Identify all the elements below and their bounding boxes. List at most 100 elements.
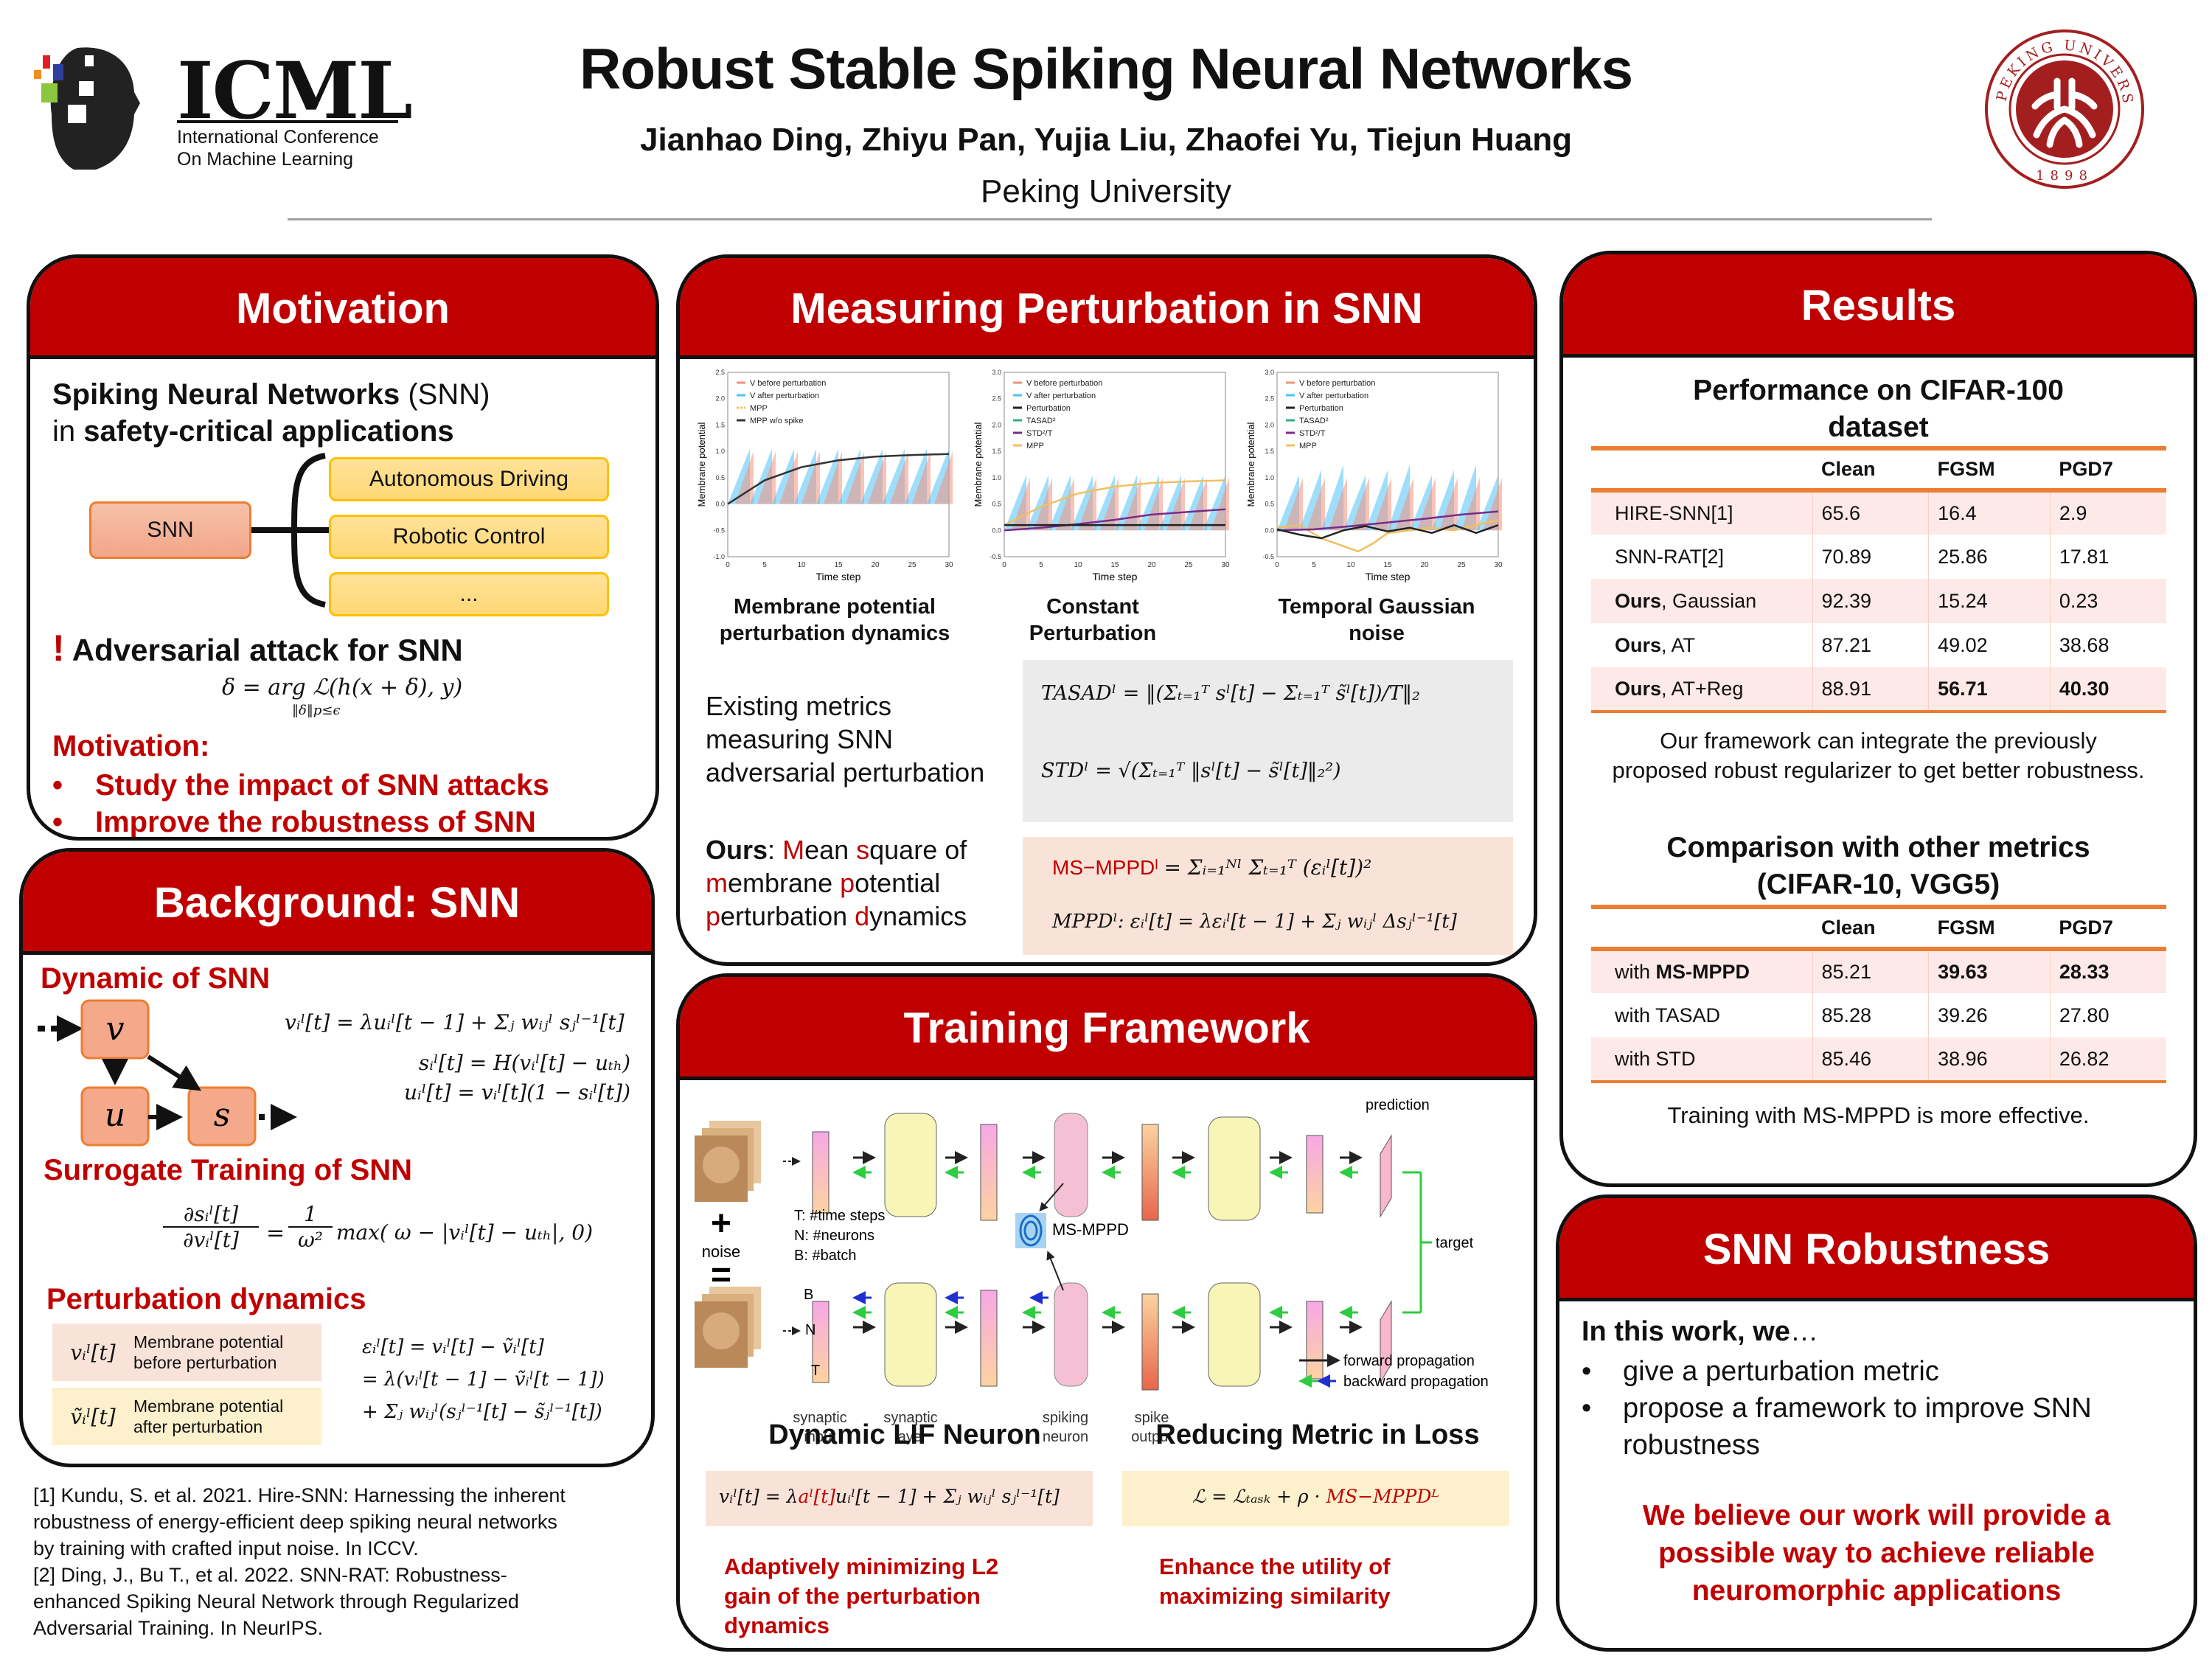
intro-plain-1: (SNN) [400, 378, 490, 411]
surrogate-rhs: max( ω − |vᵢˡ[t] − uₜₕ|, 0) [336, 1220, 594, 1245]
mppd-equation: MPPDˡ: εᵢˡ[t] = λεᵢˡ[t − 1] + Σⱼ wᵢⱼˡ Δs… [1052, 911, 1457, 933]
y-tick-label: 2.5 [992, 395, 1001, 403]
x-tick-label: 10 [1346, 561, 1355, 569]
header-divider [288, 218, 1932, 220]
reference-line: by training with crafted input noise. In… [33, 1537, 419, 1559]
motivation-bullet: •Improve the robustness of SNN [52, 806, 536, 838]
background-panel: Background: SNN Dynamic of SNN v u s vᵢˡ… [19, 848, 655, 1467]
x-axis-label: Time step [1093, 571, 1138, 582]
x-tick-label: 20 [871, 561, 880, 569]
series-perturbation [1276, 524, 1499, 540]
existing-metrics-box: TASADˡ = ‖(Σₜ₌₁ᵀ sˡ[t] − Σₜ₌₁ᵀ s̃ˡ[t])/T… [1023, 660, 1513, 822]
col-clean: Clean [1812, 446, 1929, 493]
axis-b: B [804, 1287, 813, 1303]
series-mpp [1004, 479, 1226, 526]
ours-label: Ours: Mean square of membrane potential … [706, 835, 967, 931]
node-v [80, 999, 150, 1060]
motivation-label: Motivation: [52, 730, 210, 762]
legend-label: MPP w/o spike [750, 417, 804, 425]
x-tick-label: 25 [1457, 561, 1466, 569]
y-tick-label: 1.5 [1265, 448, 1274, 455]
results-header: Results [1563, 254, 2194, 358]
tasad-equation: TASADˡ = ‖(Σₜ₌₁ᵀ sˡ[t] − Σₜ₌₁ᵀ s̃ˡ[t])/T… [1041, 682, 1420, 705]
robustness-title: SNN Robustness [1703, 1225, 2051, 1273]
y-tick-label: 2.5 [1265, 395, 1274, 403]
v-before-area [846, 451, 864, 504]
x-tick-label: 0 [1002, 561, 1006, 569]
surrogate-equals: = [266, 1220, 285, 1246]
dynamic-heading: Dynamic of SNN [41, 962, 271, 995]
x-axis-label: Time step [1366, 571, 1411, 582]
robustness-bullets: •give a perturbation metric •propose a f… [1582, 1353, 2092, 1464]
surrogate-fraction: ∂sᵢˡ[t] ∂vᵢˡ[t] [163, 1202, 259, 1252]
plus-sign: + [711, 1204, 731, 1243]
bottom-row-layers [783, 1282, 1392, 1391]
authors: Jianhao Ding, Zhiyu Pan, Yujia Liu, Zhao… [640, 122, 1572, 158]
results-title: Results [1801, 282, 1956, 330]
y-tick-label: -0.5 [1262, 553, 1274, 560]
legend-label: MPP [1299, 442, 1317, 451]
y-tick-label: 2.0 [715, 395, 725, 403]
robustness-header: SNN Robustness [1559, 1198, 2194, 1301]
dyn-equation-3: uᵢˡ[t] = vᵢˡ[t](1 − sᵢˡ[t]) [404, 1080, 630, 1105]
robustness-bullet: •propose a framework to improve SNN [1582, 1393, 2092, 1424]
equals-sign: = [711, 1256, 731, 1295]
legend-label: MPP [750, 404, 768, 413]
label-synaptic-layer: synaptic layer [883, 1410, 938, 1445]
application-more: ... [329, 572, 609, 616]
legend-label: STD²/T [1299, 429, 1326, 438]
series-std-t [1276, 510, 1499, 532]
legend-label: V before perturbation [1026, 379, 1102, 388]
perturbation-heading: Perturbation dynamics [46, 1283, 366, 1315]
peking-university-logo: PEKING UNIVERSITY 1898 [1983, 28, 2144, 189]
y-tick-label: 1.0 [1265, 474, 1274, 481]
x-tick-label: 30 [945, 561, 953, 569]
msmppd-box: MS−MPPDˡ = Σᵢ₌₁ᴺˡ Σₜ₌₁ᵀ (εᵢˡ[t])² MPPDˡ:… [1023, 837, 1513, 955]
icml-subtitle-line1: International Conference [177, 127, 379, 147]
series-mpp-w-o-spike [727, 453, 950, 505]
y-tick-label: 0.0 [1265, 526, 1274, 534]
reference-line: Adversarial Training. In NeurIPS. [33, 1617, 324, 1639]
pku-year: 1898 [2036, 168, 2093, 184]
training-framework-diagram: + noise = [695, 1097, 1489, 1391]
y-tick-label: 1.5 [715, 421, 725, 428]
branch-bracket [251, 453, 329, 608]
legend-label: V after perturbation [750, 392, 819, 400]
y-tick-label: 3.0 [992, 369, 1001, 376]
intro-bold-1: Spiking Neural Networks [52, 378, 400, 411]
backward-arrows [852, 1166, 1432, 1319]
table1-note: Our framework can integrate the previous… [1612, 728, 2145, 783]
background-header: Background: SNN [23, 852, 651, 955]
y-tick-label: 0.5 [1265, 501, 1274, 508]
x-tick-label: 0 [726, 561, 730, 569]
col-fgsm: FGSM [1928, 446, 2051, 493]
background-title: Background: SNN [153, 879, 521, 927]
adversarial-heading-text: Adversarial attack for SNN [72, 633, 463, 667]
top-row-layers [783, 1113, 1392, 1221]
legend-label: Perturbation [1026, 404, 1071, 413]
pku-emblem-icon [2031, 77, 2098, 148]
label-spike-output: spike output [1131, 1410, 1172, 1445]
y-tick-label: 1.0 [992, 474, 1001, 481]
measuring-title: Measuring Perturbation in SNN [790, 285, 1423, 333]
label-synaptic-input: synaptic input [793, 1410, 847, 1445]
y-tick-label: 0.5 [715, 474, 725, 481]
input-image-clean [695, 1121, 761, 1202]
legend-label: V before perturbation [1299, 379, 1375, 388]
robustness-bullet: •give a perturbation metric [1582, 1356, 1939, 1387]
legend-label: STD²/T [1026, 429, 1053, 438]
legend-label: MPP [1026, 442, 1044, 451]
spiking-neuron-top [1054, 1113, 1088, 1217]
noise-label: noise [702, 1242, 741, 1261]
reference-line: enhanced Spiking Neural Network through … [33, 1590, 519, 1613]
y-tick-label: 2.5 [715, 369, 725, 376]
